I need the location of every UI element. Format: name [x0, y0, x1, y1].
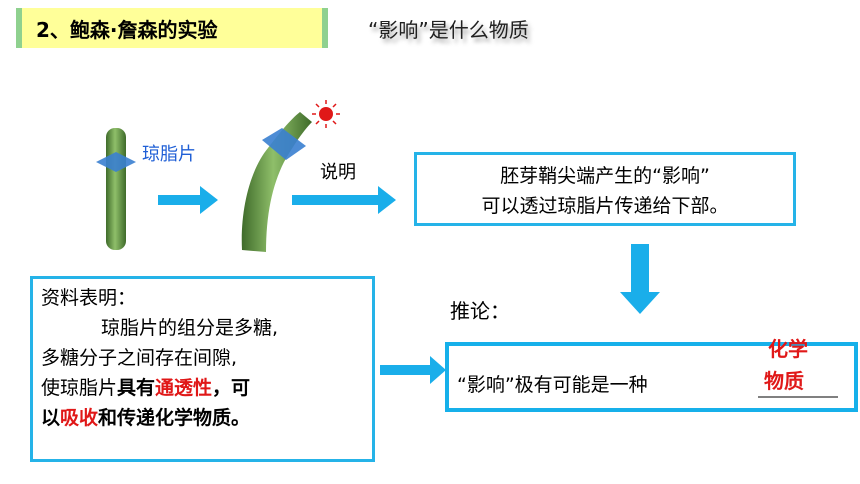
conclusion-line-1: 胚芽鞘尖端产生的“影响”	[500, 165, 710, 187]
material-line-4-suffix: 和传递化学物质。	[98, 407, 251, 429]
agar-block-2	[262, 128, 306, 160]
arrow-right-3	[380, 356, 446, 384]
material-line-2: 多糖分子之间存在间隙,	[41, 347, 238, 369]
inference-box: “影响”极有可能是一种	[445, 342, 858, 412]
answer-line-2: 物质	[764, 369, 804, 393]
material-line-3-suffix: ，可	[212, 377, 251, 399]
answer-line-1: 化学	[768, 337, 808, 361]
bent-stem	[241, 112, 312, 252]
arrow-right-1	[158, 186, 218, 214]
material-line-1: 琼脂片的组分是多糖,	[101, 317, 279, 339]
explain-label: 说明	[320, 162, 356, 183]
page-title: 2、鲍森·詹森的实验	[16, 8, 328, 48]
arrow-right-2	[292, 186, 396, 214]
material-line-4-prefix: 以	[41, 407, 61, 429]
agar-block-1	[96, 152, 136, 172]
material-line-3: 使琼脂片具有通透性，可	[41, 373, 364, 403]
inference-label: 推论：	[450, 299, 510, 323]
highlight-absorb: 吸收	[60, 407, 99, 429]
bent-coleoptile	[241, 112, 312, 252]
sun-icon	[312, 100, 340, 128]
highlight-permeability: 通透性	[155, 377, 213, 399]
straight-coleoptile	[96, 128, 136, 250]
conclusion-box: 胚芽鞘尖端产生的“影响” 可以透过琼脂片传递给下部。	[414, 152, 796, 226]
straight-stem	[106, 128, 126, 250]
conclusion-line-2: 可以透过琼脂片传递给下部。	[481, 195, 729, 217]
material-box: 资料表明： 琼脂片的组分是多糖, 多糖分子之间存在间隙, 使琼脂片具有通透性，可…	[30, 276, 375, 462]
subtitle: “影响”是什么物质	[368, 18, 529, 42]
material-heading: 资料表明：	[41, 287, 137, 309]
arrow-down	[620, 244, 660, 314]
material-line-3-bold: 具有	[117, 377, 156, 399]
inference-text: “影响”极有可能是一种	[457, 374, 648, 396]
material-line-3-prefix: 使琼脂片	[41, 377, 118, 399]
agar-label: 琼脂片	[142, 144, 196, 165]
page-title-text: 2、鲍森·詹森的实验	[36, 17, 218, 42]
material-line-4: 以吸收和传递化学物质。	[41, 403, 364, 433]
